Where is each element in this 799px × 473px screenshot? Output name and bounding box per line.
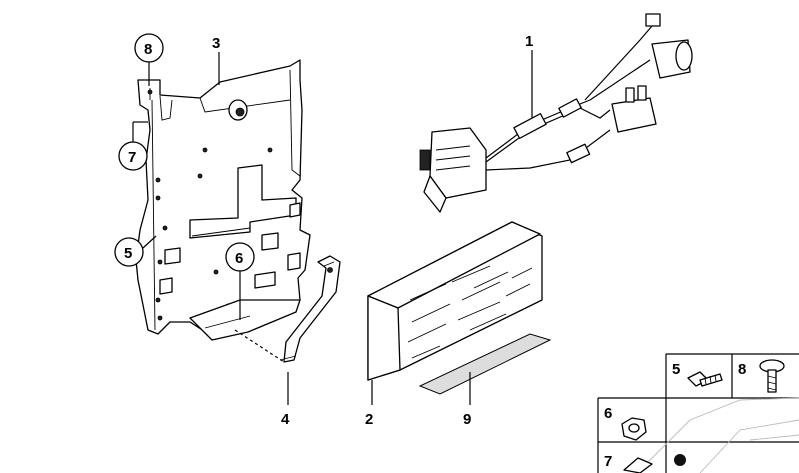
- nut-icon: [621, 417, 647, 441]
- inset-label-bolt: 5: [672, 361, 680, 378]
- bracket-plate: [135, 59, 311, 341]
- support-strut: [279, 255, 341, 363]
- callout-4: 4: [281, 411, 290, 428]
- callout-8: 8: [144, 41, 152, 58]
- fastener-inset: 5 8 6 7: [597, 353, 799, 473]
- inset-label-nut: 6: [604, 405, 612, 422]
- location-marker: [674, 454, 686, 466]
- callout-5: 5: [124, 245, 132, 262]
- screw-icon: [759, 359, 785, 393]
- inset-label-screw: 8: [738, 361, 746, 378]
- bolt-icon: [687, 371, 723, 387]
- callout-3: 3: [212, 35, 220, 52]
- wiring-harness: [419, 13, 693, 213]
- inset-label-clip: 7: [604, 453, 612, 470]
- callout-9: 9: [463, 411, 471, 428]
- callout-7: 7: [128, 149, 136, 166]
- callout-1: 1: [525, 33, 533, 50]
- callout-2: 2: [365, 411, 373, 428]
- clip-icon: [623, 457, 653, 473]
- callout-6: 6: [235, 250, 243, 267]
- control-unit-box: [367, 221, 543, 381]
- callout-5-circle: [114, 237, 144, 267]
- adhesive-pad: [418, 333, 552, 395]
